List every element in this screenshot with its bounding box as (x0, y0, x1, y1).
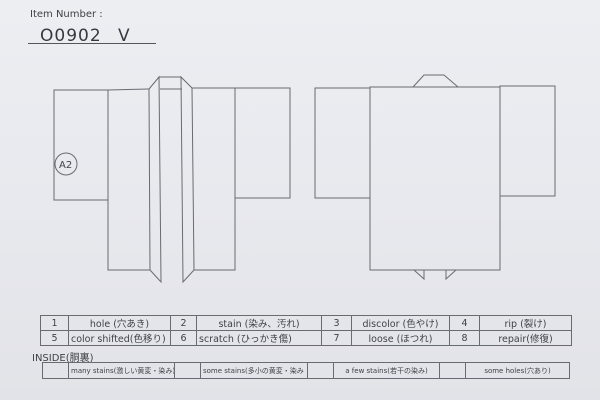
legend-label: hole (穴あき) (68, 315, 171, 331)
inside-label-some-holes: some holes(穴あり) (465, 362, 570, 379)
legend-label: scratch (ひっかき傷) (196, 330, 322, 346)
annotation-text: A2 (59, 160, 72, 171)
item-number-value: O0902 V (40, 26, 131, 46)
item-number-label: Item Number : (30, 9, 103, 20)
legend-label: loose (ほつれ) (351, 330, 450, 346)
inside-label-few-stains: a few stains(若干の染み) (333, 362, 440, 379)
legend-label: rip (裂け) (479, 315, 572, 331)
annotation-circle (54, 152, 78, 176)
inside-checkbox-many-stains[interactable] (42, 362, 69, 379)
legend-label: repair(修復) (479, 330, 572, 346)
kimono-front-view[interactable]: A2 (53, 75, 291, 284)
legend-label: color shifted(色移り) (68, 330, 171, 346)
back-right-sleeve[interactable] (499, 85, 556, 197)
legend-num: 5 (40, 330, 69, 346)
inside-label-many-stains: many stains(激しい黄変・染み) (68, 362, 175, 379)
kimono-back-view[interactable] (314, 74, 556, 281)
legend-num: 3 (321, 315, 352, 331)
legend-label: discolor (色やけ) (351, 315, 450, 331)
legend-row: 5 color shifted(色移り) 6 scratch (ひっかき傷) 7… (40, 330, 572, 346)
inside-row: many stains(激しい黄変・染み) some stains(多小の黄変・… (42, 362, 570, 379)
front-right-collar[interactable] (180, 75, 195, 284)
defect-legend-table: 1 hole (穴あき) 2 stain (染み、汚れ) 3 discolor … (40, 315, 572, 346)
back-left-sleeve[interactable] (314, 87, 371, 199)
front-right-sleeve[interactable] (234, 87, 291, 199)
back-bottom-tab-left (413, 269, 425, 281)
back-bottom-tab-right (445, 269, 457, 281)
inside-section-label: INSIDE(胴裏) (32, 353, 94, 364)
inside-checkbox-some-holes[interactable] (439, 362, 466, 379)
legend-num: 8 (449, 330, 480, 346)
front-left-sleeve[interactable] (53, 89, 109, 201)
inside-label-some-stains: some stains(多小の黄変・染み (200, 362, 308, 379)
legend-num: 2 (170, 315, 197, 331)
inside-checkbox-some-stains[interactable] (174, 362, 201, 379)
legend-row: 1 hole (穴あき) 2 stain (染み、汚れ) 3 discolor … (40, 315, 572, 331)
legend-num: 6 (170, 330, 197, 346)
legend-num: 7 (321, 330, 352, 346)
inside-options-table: many stains(激しい黄変・染み) some stains(多小の黄変・… (42, 362, 570, 379)
kimono-diagrams: A2 (53, 74, 556, 284)
legend-num: 1 (40, 315, 69, 331)
inside-checkbox-few-stains[interactable] (307, 362, 334, 379)
back-body[interactable] (369, 86, 501, 271)
back-collar[interactable] (412, 74, 459, 88)
item-number-underline (28, 43, 156, 44)
legend-num: 4 (449, 315, 480, 331)
front-left-collar[interactable] (148, 75, 162, 284)
legend-label: stain (染み、汚れ) (196, 315, 322, 331)
